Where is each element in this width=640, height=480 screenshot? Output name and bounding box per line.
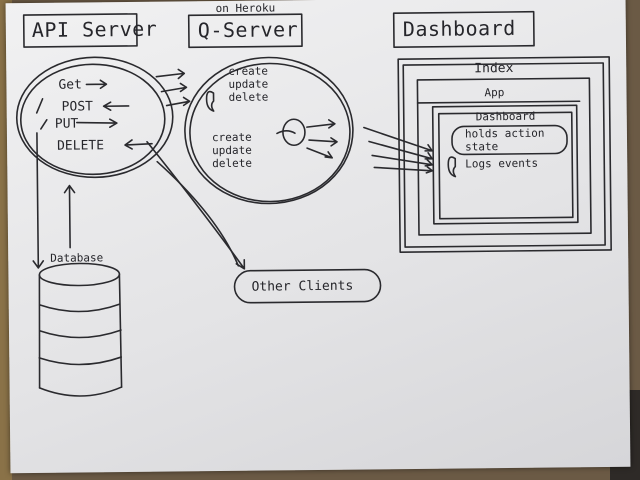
inner-dashboard-label: Dashboard: [475, 109, 536, 124]
database-cylinder: [38, 262, 123, 397]
dashboard-inner-box: [431, 104, 579, 225]
ear-icon-dashboard: [447, 156, 457, 178]
logs-events-label: Logs events: [465, 156, 539, 171]
state-note-pill: [451, 124, 568, 156]
arrow-api-to-q-1: [155, 68, 186, 80]
api-server-title: API Server: [31, 16, 158, 42]
state-note: holds action state: [464, 126, 545, 154]
arrow-put: [76, 118, 118, 128]
app-box: [416, 77, 592, 236]
dashboard-title-box: [392, 10, 535, 48]
q-server-listen-ops: create update delete: [228, 64, 269, 104]
index-outer-box: [397, 56, 612, 253]
method-put: PUT: [54, 116, 79, 132]
method-delete: DELETE: [56, 138, 105, 154]
app-label: App: [484, 86, 505, 100]
api-server-ellipse: [15, 56, 174, 179]
arrow-out-2: [308, 137, 338, 147]
arrow-in-dashboard-1: [363, 126, 433, 152]
arrow-out-1: [306, 119, 336, 129]
method-bullets: [35, 98, 48, 130]
api-server-title-box: [22, 13, 138, 48]
method-post: POST: [61, 99, 94, 115]
arrow-get: [85, 79, 108, 90]
arrow-to-other-clients-2: [156, 160, 240, 267]
arrow-to-database: [32, 132, 45, 269]
arrow-in-dashboard-3: [371, 154, 434, 167]
q-server-ellipse-inner: [189, 62, 351, 203]
sketch-drawing: [15, 10, 612, 397]
arrow-api-to-q-3: [165, 96, 191, 107]
q-server-note: on Heroku: [215, 1, 276, 16]
dashboard-inner-box-2: [437, 111, 574, 220]
dashboard-title: Dashboard: [402, 15, 516, 42]
arrow-post: [102, 101, 130, 111]
arrow-api-to-q-2: [160, 82, 188, 93]
index-outer-box-2: [402, 62, 606, 248]
other-clients-label: Other Clients: [251, 278, 354, 295]
q-server-ellipse: [184, 56, 354, 205]
emitter-swirl: [276, 130, 296, 135]
arrow-delete: [124, 139, 153, 150]
ear-icon: [205, 90, 215, 112]
other-clients-pill: [233, 268, 382, 304]
q-server-title-box: [187, 13, 303, 49]
method-get: Get: [58, 77, 82, 93]
api-server-ellipse-inner: [19, 63, 166, 176]
arrow-from-database: [63, 184, 76, 249]
app-divider: [416, 100, 581, 104]
arrow-in-dashboard-2: [368, 140, 434, 160]
database-label: Database: [50, 251, 104, 265]
arrow-in-dashboard-4: [373, 166, 434, 174]
arrow-out-3: [306, 147, 333, 159]
emitter-circle: [282, 118, 306, 147]
q-server-title: Q-Server: [197, 17, 299, 43]
index-label: Index: [474, 60, 514, 77]
q-server-emit-ops: create update delete: [211, 130, 253, 171]
paper-sheet: API Server on Heroku Q-Server Dashboard …: [5, 0, 631, 474]
